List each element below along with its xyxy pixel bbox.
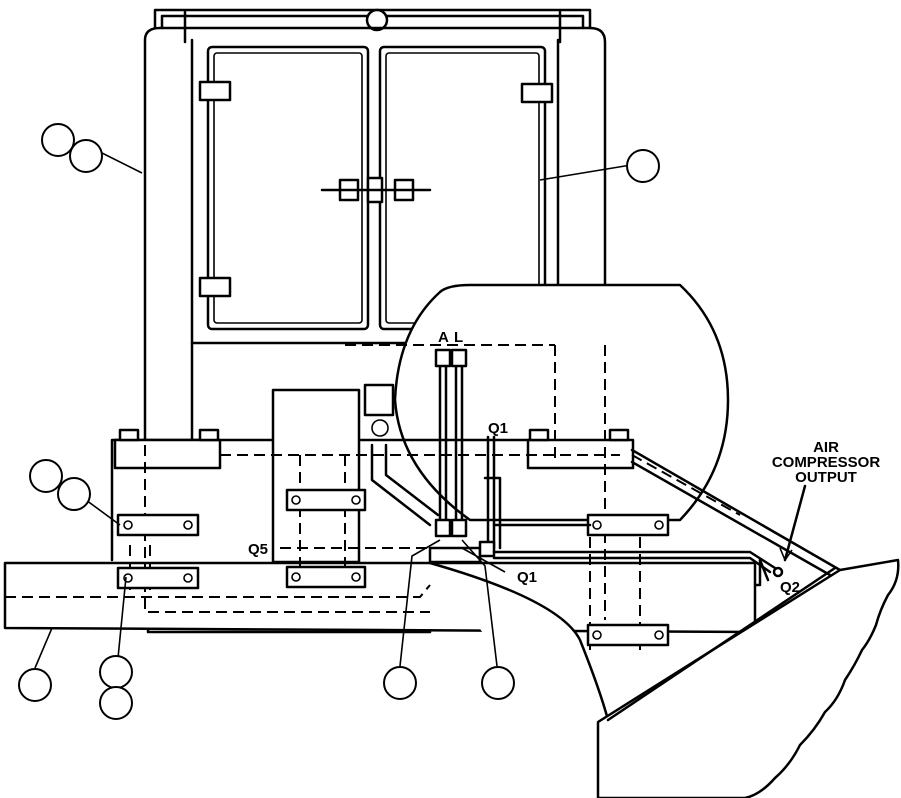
callout-circle — [29, 459, 63, 493]
door-latch — [320, 176, 432, 204]
callout-circle — [99, 655, 133, 689]
label-l: L — [454, 329, 463, 346]
label-compressor: COMPRESSOR — [772, 454, 881, 471]
label-q1-top: Q1 — [488, 420, 508, 437]
label-air: AIR — [813, 439, 839, 456]
text-labels: AIR COMPRESSOR OUTPUT A L Q1 Q1 Q5 Q2 — [248, 329, 880, 596]
cab-enclosure — [143, 8, 607, 442]
valve-box — [363, 383, 395, 417]
callout-circle — [383, 666, 417, 700]
callout-circle — [481, 666, 515, 700]
air-lines — [280, 348, 807, 582]
label-q2: Q2 — [780, 579, 800, 596]
callout-circle — [69, 139, 103, 173]
label-q1-bottom: Q1 — [517, 569, 537, 586]
callout-circle — [41, 123, 75, 157]
air-tank — [393, 283, 730, 522]
label-a: A — [438, 329, 449, 346]
callout-circle — [99, 686, 133, 720]
callout-circle — [18, 668, 52, 702]
blade — [428, 448, 900, 798]
callout-circles — [18, 123, 660, 720]
label-output: OUTPUT — [795, 469, 857, 486]
mounting-plates — [116, 488, 670, 647]
label-q5: Q5 — [248, 541, 268, 558]
callout-circle — [57, 477, 91, 511]
leader-lines — [34, 151, 632, 669]
callout-circle — [626, 149, 660, 183]
front-panel — [271, 388, 361, 564]
